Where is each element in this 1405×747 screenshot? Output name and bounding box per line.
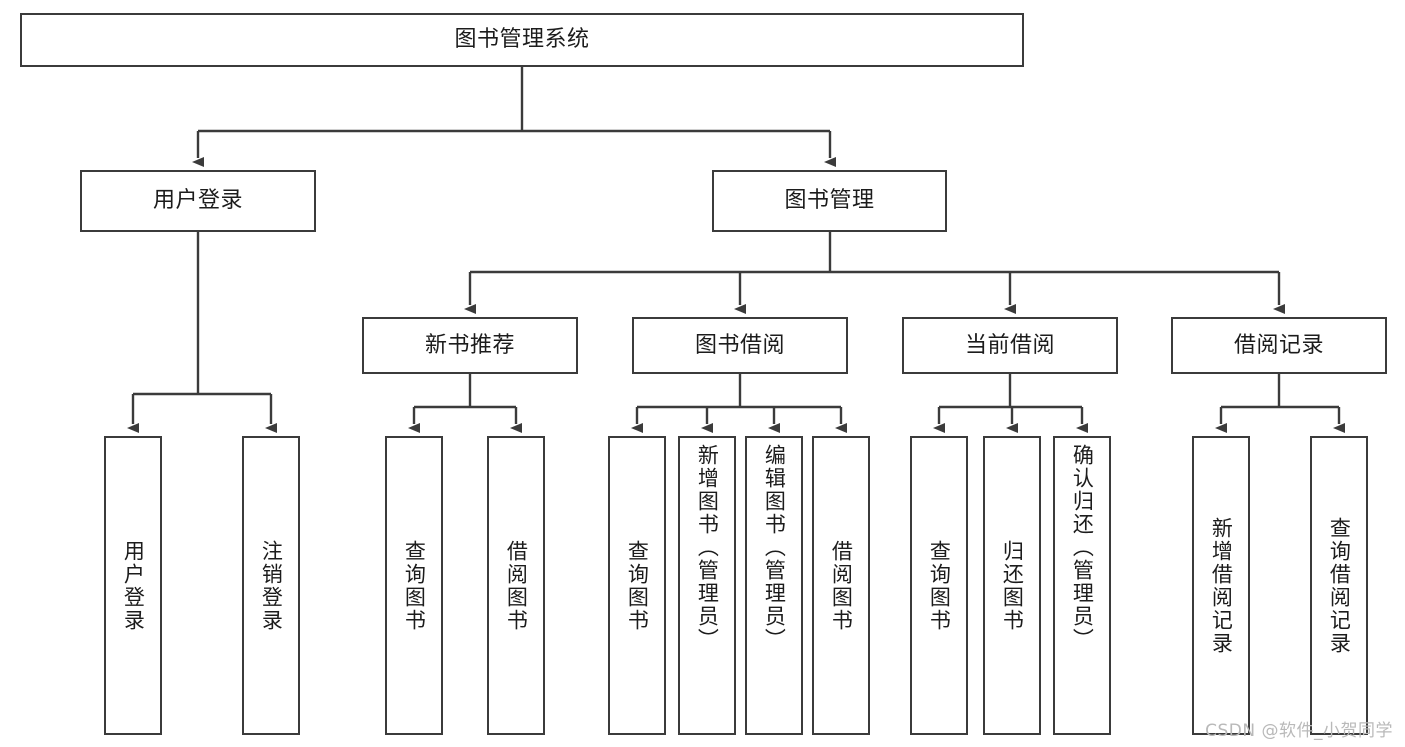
node-leaf-query-book-3[interactable]: 查询图书 — [910, 436, 968, 735]
node-leaf-return-book[interactable]: 归还图书 — [983, 436, 1041, 735]
node-label: 注销登录 — [259, 539, 284, 632]
node-label: 编辑图书（管理员） — [762, 444, 787, 651]
node-current-borrow[interactable]: 当前借阅 — [902, 317, 1118, 374]
node-label: 图书管理系统 — [454, 27, 590, 53]
watermark-text: CSDN @软件_小贺同学 — [1205, 721, 1393, 741]
node-leaf-user-login[interactable]: 用户登录 — [104, 436, 162, 735]
node-root[interactable]: 图书管理系统 — [20, 13, 1024, 67]
node-leaf-add-book-admin[interactable]: 新增图书（管理员） — [678, 436, 736, 735]
node-leaf-logout[interactable]: 注销登录 — [242, 436, 300, 735]
node-label: 查询借阅记录 — [1327, 516, 1352, 655]
node-user-login[interactable]: 用户登录 — [80, 170, 316, 232]
node-label: 查询图书 — [402, 539, 427, 632]
node-leaf-edit-book-admin[interactable]: 编辑图书（管理员） — [745, 436, 803, 735]
node-book-borrow[interactable]: 图书借阅 — [632, 317, 848, 374]
node-label: 新增借阅记录 — [1209, 516, 1234, 655]
node-leaf-borrow-book-1[interactable]: 借阅图书 — [487, 436, 545, 735]
node-borrow-record[interactable]: 借阅记录 — [1171, 317, 1387, 374]
node-leaf-query-book-2[interactable]: 查询图书 — [608, 436, 666, 735]
node-label: 查询图书 — [927, 539, 952, 632]
node-label: 借阅图书 — [829, 539, 854, 632]
node-label: 归还图书 — [1000, 539, 1025, 632]
node-leaf-borrow-book-2[interactable]: 借阅图书 — [812, 436, 870, 735]
node-label: 新书推荐 — [424, 332, 515, 358]
node-label: 图书借阅 — [694, 332, 785, 358]
node-label: 确认归还（管理员） — [1070, 444, 1095, 651]
node-book-manage[interactable]: 图书管理 — [712, 170, 947, 232]
node-label: 用户登录 — [121, 539, 146, 632]
node-leaf-query-book-1[interactable]: 查询图书 — [385, 436, 443, 735]
node-new-book-recommend[interactable]: 新书推荐 — [362, 317, 578, 374]
node-label: 图书管理 — [784, 188, 875, 214]
node-label: 新增图书（管理员） — [695, 444, 720, 651]
node-label: 查询图书 — [625, 539, 650, 632]
node-label: 借阅记录 — [1233, 332, 1324, 358]
node-leaf-confirm-return-admin[interactable]: 确认归还（管理员） — [1053, 436, 1111, 735]
node-leaf-query-record[interactable]: 查询借阅记录 — [1310, 436, 1368, 735]
node-label: 当前借阅 — [964, 332, 1055, 358]
node-label: 借阅图书 — [504, 539, 529, 632]
node-leaf-add-record[interactable]: 新增借阅记录 — [1192, 436, 1250, 735]
node-label: 用户登录 — [152, 188, 243, 214]
